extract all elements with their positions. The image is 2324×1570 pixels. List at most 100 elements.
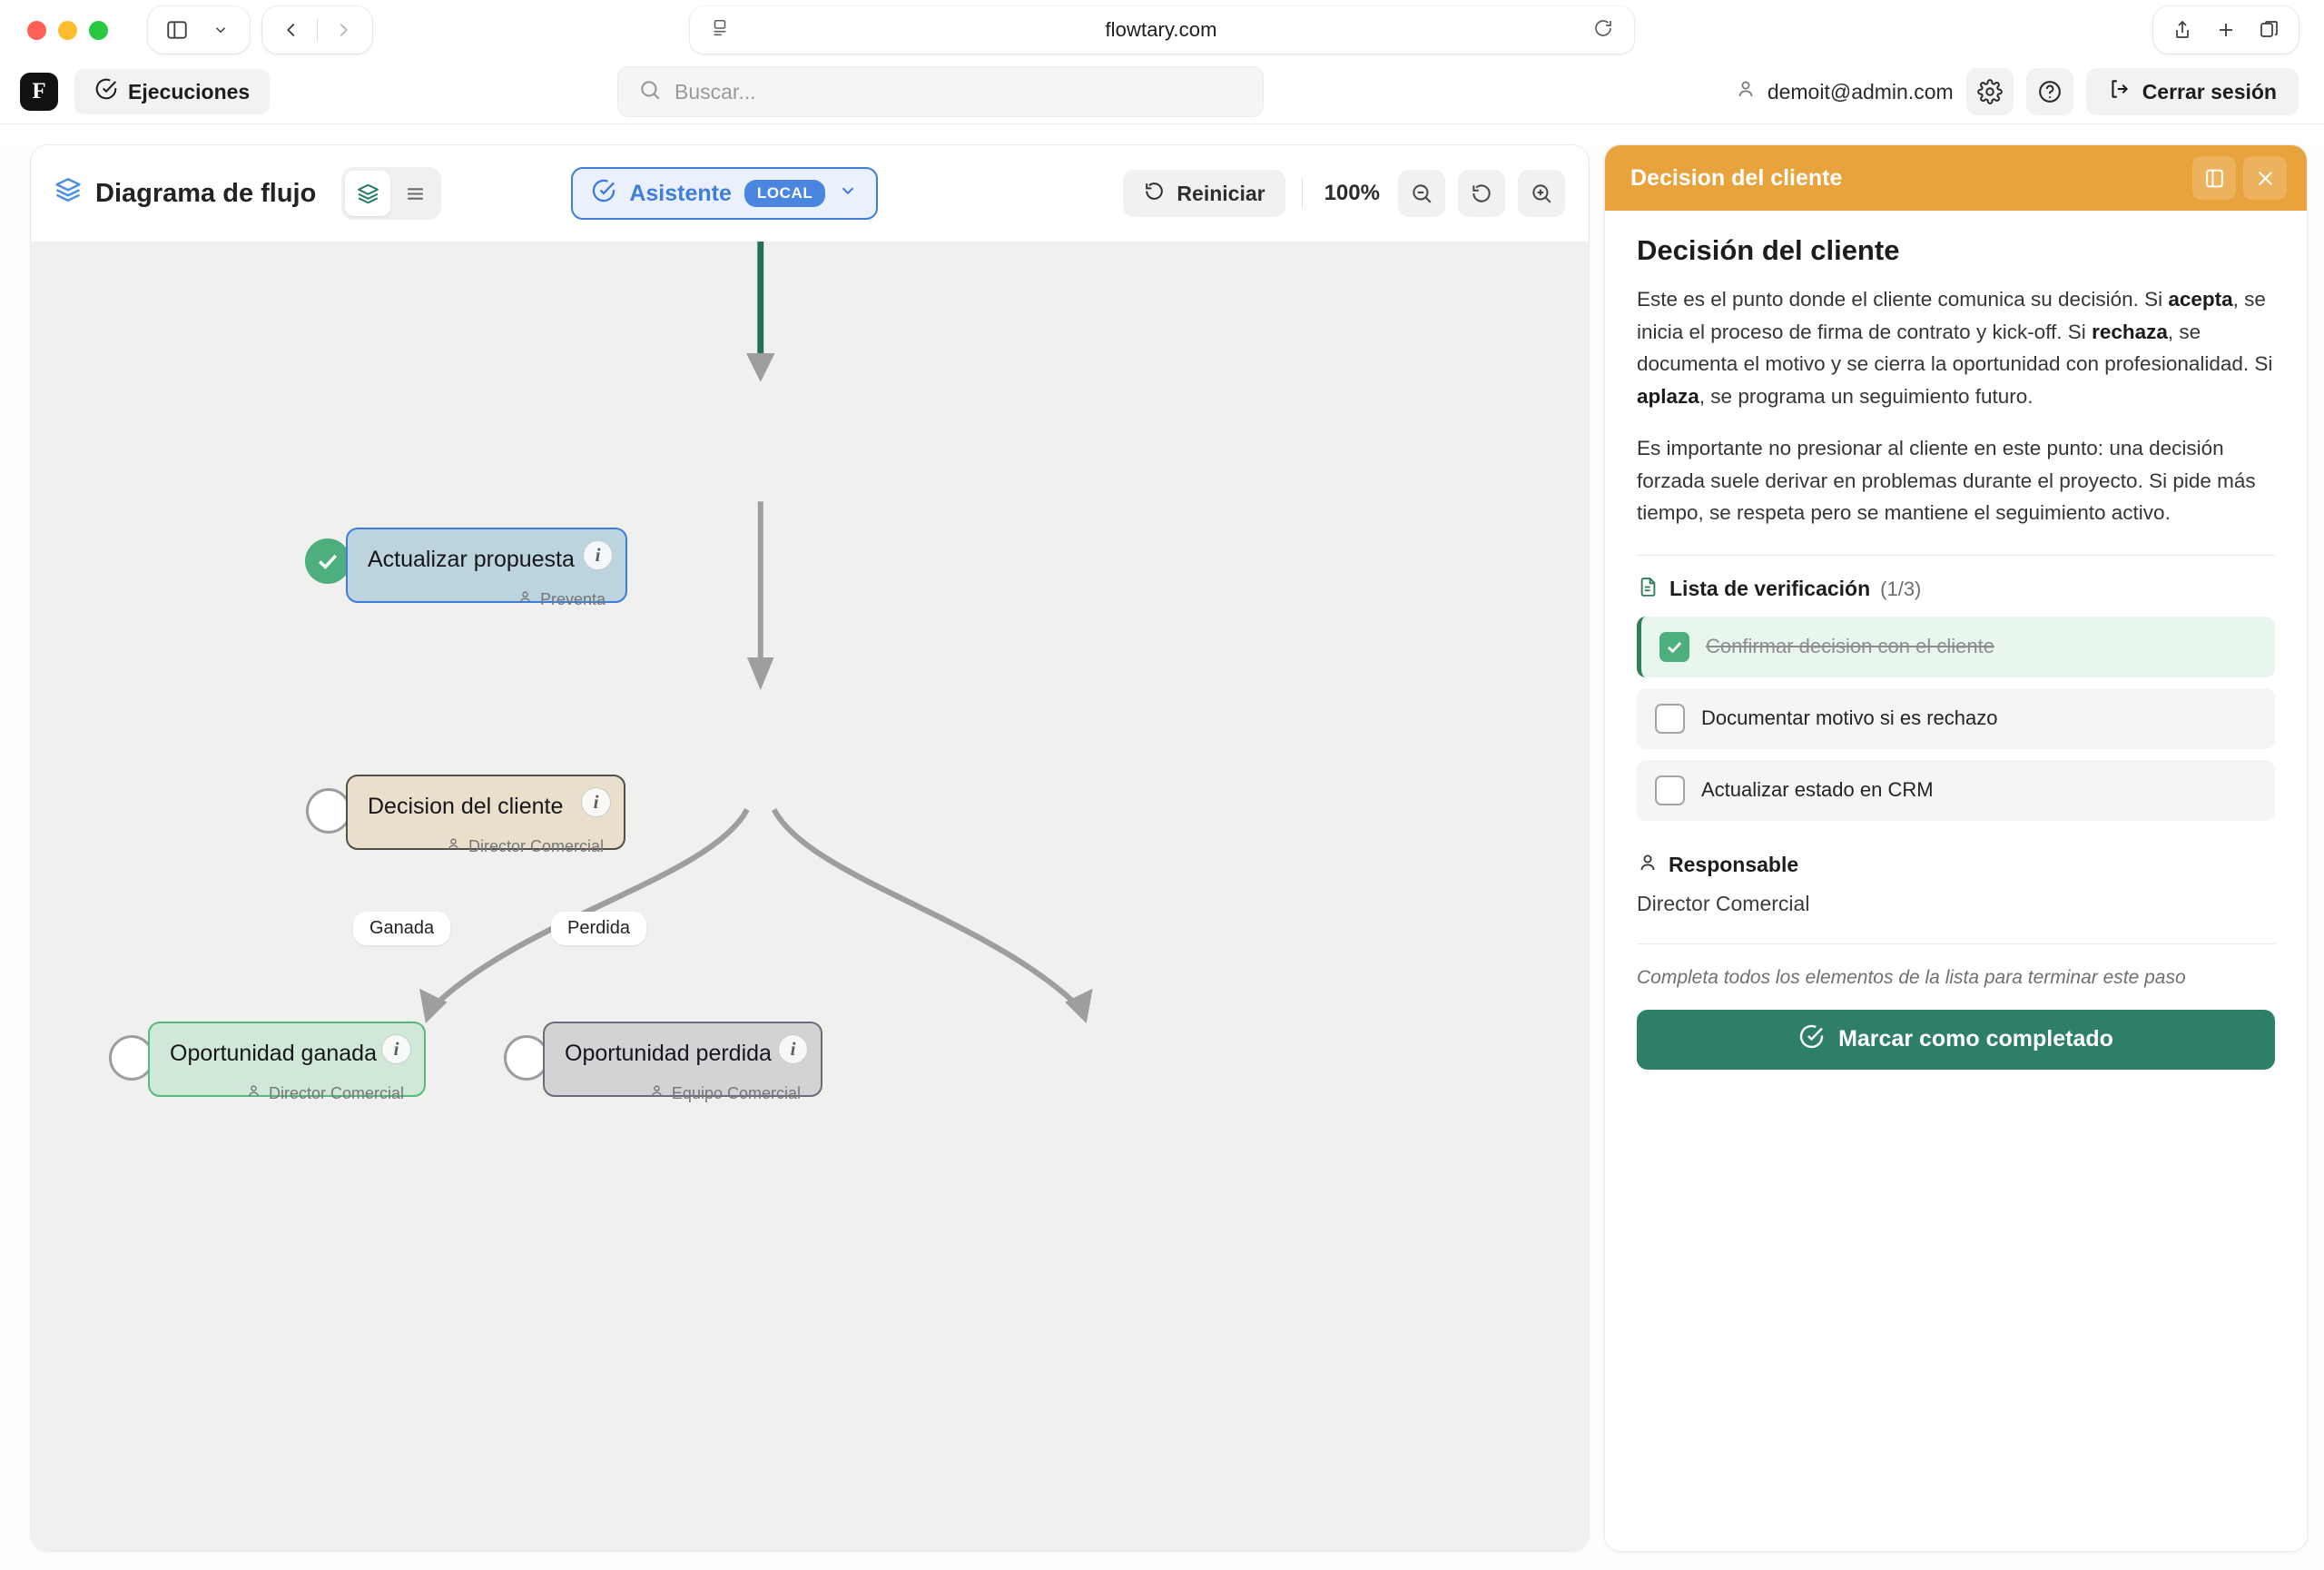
flow-canvas[interactable]: Actualizar propuesta Preventa i Decision… [31,242,1589,1551]
zoom-out-icon[interactable] [1397,170,1445,217]
address-bar[interactable]: flowtary.com [690,6,1634,54]
node-role-label: Director Comercial [268,1083,404,1102]
checkbox-unchecked-icon[interactable] [1655,703,1685,734]
flow-node-oportunidad-perdida[interactable]: Oportunidad perdida Equipo Comercial i [543,1022,822,1102]
document-check-icon [1637,576,1659,603]
search-placeholder: Buscar... [675,79,756,104]
nav-divider [317,18,318,42]
maximize-window-button[interactable] [89,20,108,40]
share-icon[interactable] [2164,12,2201,48]
info-icon[interactable]: i [381,1034,411,1064]
info-icon[interactable]: i [581,787,611,817]
plus-icon[interactable] [2208,12,2244,48]
edge-label-ganada[interactable]: Ganada [353,912,451,945]
person-icon [246,1083,261,1103]
reader-view-icon[interactable] [710,18,730,43]
panel-paragraph-1: Este es el punto donde el cliente comuni… [1637,288,2273,408]
sidebar-controls[interactable] [148,6,250,54]
assistant-label: Asistente [629,180,732,206]
brand-logo[interactable]: F [20,73,58,111]
rotate-ccw-icon [1143,180,1166,208]
mark-complete-label: Marcar como completado [1838,1026,2113,1052]
close-window-button[interactable] [27,20,46,40]
check-circle-icon [1798,1023,1825,1056]
logout-icon [2108,77,2132,106]
flow-diagram-card: Diagrama de flujo [30,144,1590,1552]
checklist-item-0[interactable]: Confirmar decision con el cliente [1637,616,2275,677]
view-mode-list-button[interactable] [392,171,438,216]
edge-label-perdida[interactable]: Perdida [551,912,646,945]
forward-chevron-icon[interactable] [325,12,361,48]
browser-chrome: flowtary.com [0,0,2324,60]
flow-title: Diagrama de flujo [54,176,316,211]
assistant-control: Asistente LOCAL [571,167,879,220]
window-traffic-lights[interactable] [27,20,108,40]
search-icon [638,78,662,106]
checklist-item-label: Confirmar decision con el cliente [1706,635,1994,658]
sidebar-toggle-icon[interactable] [159,12,195,48]
check-circle-icon [591,178,616,210]
panel-header-title: Decision del cliente [1630,164,1843,191]
responsible-header: Responsable [1637,852,2275,879]
minimize-window-button[interactable] [58,20,77,40]
tab-overview-icon[interactable] [2251,12,2288,48]
node-status-actualizar-propuesta[interactable] [305,538,350,584]
header-divider [0,123,2324,124]
browser-action-buttons[interactable] [2153,6,2299,54]
panel-note: Completa todos los elementos de la lista… [1637,966,2186,988]
checklist-item-1[interactable]: Documentar motivo si es rechazo [1637,687,2275,749]
panel-heading: Decisión del cliente [1637,234,1900,266]
flow-node-decision-del-cliente[interactable]: Decision del cliente Director Comercial … [346,775,625,855]
checkbox-unchecked-icon[interactable] [1655,775,1685,805]
person-icon [517,589,533,609]
navigation-controls[interactable] [262,6,372,54]
close-icon[interactable] [2243,156,2287,200]
panel-divider [1637,554,2275,556]
toolbar-divider [1301,178,1303,209]
logout-button[interactable]: Cerrar sesión [2085,68,2299,115]
chevron-down-icon[interactable] [202,12,239,48]
panel-header: Decision del cliente [1605,145,2307,211]
checklist-label: Lista de verificación [1669,577,1871,601]
node-role-label: Equipo Comercial [671,1083,801,1102]
node-role-label: Preventa [539,589,606,608]
info-icon[interactable]: i [778,1034,808,1064]
flow-node-oportunidad-ganada[interactable]: Oportunidad ganada Director Comercial i [148,1022,426,1102]
flow-title-text: Diagrama de flujo [95,178,317,208]
zoom-in-icon[interactable] [1517,170,1565,217]
info-icon[interactable]: i [583,540,613,570]
layers-icon [54,176,82,211]
checklist-item-label: Documentar motivo si es rechazo [1701,706,1998,730]
checkbox-checked-icon[interactable] [1659,631,1689,662]
panel-header-actions [2192,156,2287,200]
assistant-button[interactable]: Asistente LOCAL [571,167,879,220]
nav-item-ejecuciones[interactable]: Ejecuciones [74,69,271,114]
back-chevron-icon[interactable] [273,12,310,48]
mark-complete-button[interactable]: Marcar como completado [1637,1009,2275,1070]
view-mode-diagram-button[interactable] [345,171,391,216]
search-input[interactable]: Buscar... [617,66,1264,117]
user-account[interactable]: demoit@admin.com [1735,78,1954,105]
node-detail-panel: Decision del cliente Decisión del client… [1604,144,2308,1552]
check-circle-icon [94,77,118,106]
node-title: Oportunidad perdida [565,1041,772,1066]
panel-paragraph-2: Es importante no presionar al cliente en… [1637,437,2256,525]
gear-icon[interactable] [1965,68,2014,115]
help-circle-icon[interactable] [2025,68,2073,115]
person-icon [446,836,461,856]
view-mode-toggle[interactable] [341,167,442,220]
reset-button[interactable]: Reiniciar [1123,170,1285,217]
reload-icon[interactable] [1592,17,1614,44]
header-actions: demoit@admin.com Cerrar sesión [1735,68,2299,115]
url-text[interactable]: flowtary.com [1105,18,1217,41]
node-status-decision-del-cliente[interactable] [306,788,351,834]
chevron-down-icon[interactable] [838,181,858,207]
zoom-reset-icon[interactable] [1457,170,1505,217]
person-icon [649,1083,665,1103]
panel-layout-icon[interactable] [2192,156,2236,200]
flow-node-actualizar-propuesta[interactable]: Actualizar propuesta Preventa i [346,528,627,608]
checklist-item-2[interactable]: Actualizar estado en CRM [1637,759,2275,821]
person-icon [1637,852,1659,879]
node-title: Actualizar propuesta [368,547,575,572]
flow-edges [419,242,1093,1023]
